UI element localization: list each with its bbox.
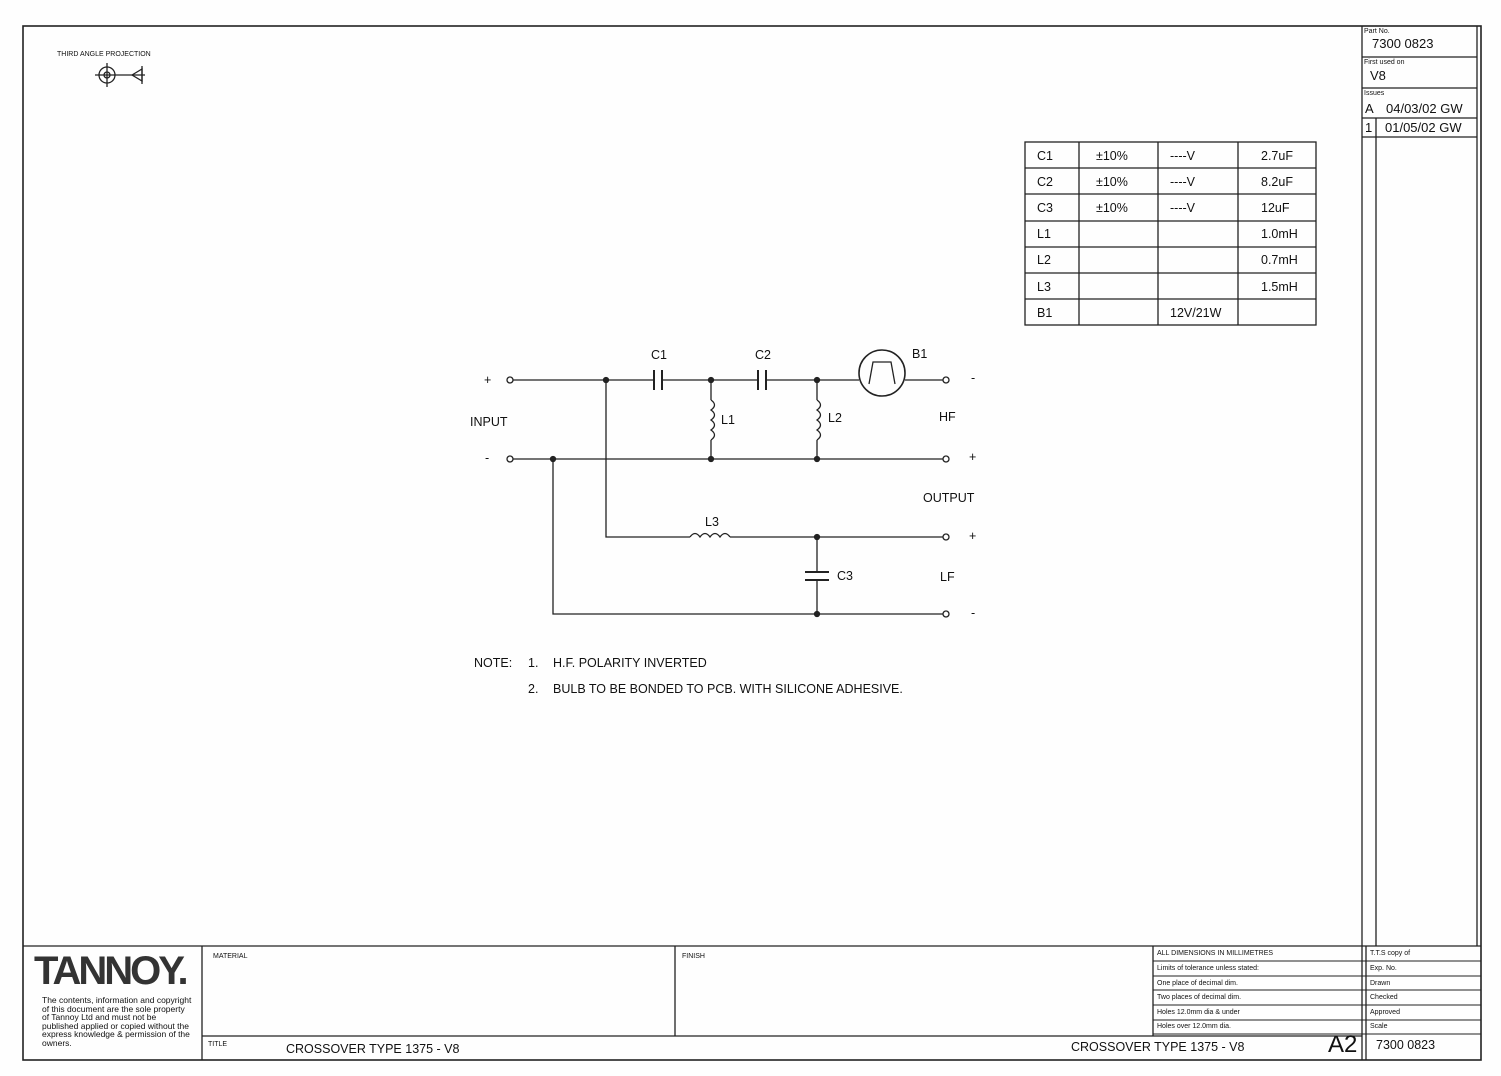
table-cell-volt: ----V xyxy=(1170,201,1195,216)
table-cell-ref: C3 xyxy=(1037,201,1053,216)
note-text: H.F. POLARITY INVERTED xyxy=(553,656,707,670)
issue-rev: A xyxy=(1365,101,1374,116)
third-angle-projection-icon xyxy=(95,63,145,87)
first-used-label: First used on xyxy=(1364,59,1405,66)
hf-minus: - xyxy=(971,371,976,385)
copyright-notice: The contents, information and copyright … xyxy=(42,995,192,1048)
issue-rev: 1 xyxy=(1365,120,1373,135)
note-label: NOTE: xyxy=(474,656,513,670)
finish-label: FINISH xyxy=(682,953,705,960)
issue-entry: 04/03/02 GW xyxy=(1386,101,1463,116)
hf-plus: + xyxy=(969,450,977,464)
table-cell-ref: C2 xyxy=(1037,175,1053,190)
label-l3: L3 xyxy=(705,515,719,529)
table-cell-ref: L3 xyxy=(1037,279,1051,294)
projection-label: THIRD ANGLE PROJECTION xyxy=(57,51,151,58)
table-cell-ref: L1 xyxy=(1037,227,1051,242)
tolerance-row: Two places of decimal dim. xyxy=(1157,994,1242,1001)
part-no-label: Part No. xyxy=(1364,28,1390,35)
table-cell-volt: 12V/21W xyxy=(1170,305,1222,320)
table-cell-tol: ±10% xyxy=(1096,175,1128,190)
lf-minus: - xyxy=(971,606,976,620)
material-label: MATERIAL xyxy=(213,953,248,960)
first-used-value: V8 xyxy=(1370,68,1386,83)
label-c3: C3 xyxy=(837,569,853,583)
table-cell-value: 1.0mH xyxy=(1261,227,1298,242)
table-cell-ref: B1 xyxy=(1037,305,1053,320)
crossover-schematic xyxy=(506,349,950,618)
label-hf: HF xyxy=(939,410,956,424)
drawing-number: 7300 0823 xyxy=(1376,1038,1436,1052)
tolerance-row: Holes over 12.0mm dia. xyxy=(1157,1023,1231,1030)
tolerance-row: ALL DIMENSIONS IN MILLIMETRES xyxy=(1157,950,1274,957)
label-l1: L1 xyxy=(721,413,735,427)
component-table-grid xyxy=(1024,141,1317,326)
input-plus: + xyxy=(484,373,492,387)
note-text: BULB TO BE BONDED TO PCB. WITH SILICONE … xyxy=(553,682,903,696)
tolerance-row: One place of decimal dim. xyxy=(1157,980,1238,987)
table-cell-volt: ----V xyxy=(1170,175,1195,190)
issues-label: Issues xyxy=(1364,90,1385,97)
table-cell-value: 0.7mH xyxy=(1261,253,1298,268)
label-lf: LF xyxy=(940,570,955,584)
label-c1: C1 xyxy=(651,348,667,362)
table-cell-ref: C1 xyxy=(1037,149,1053,163)
table-cell-tol: ±10% xyxy=(1096,149,1128,163)
tolerance-row: Holes 12.0mm dia & under xyxy=(1157,1009,1240,1016)
input-minus: - xyxy=(485,451,490,465)
part-no: 7300 0823 xyxy=(1372,36,1434,51)
note-number: 2. xyxy=(528,682,539,696)
label-l2: L2 xyxy=(828,411,842,425)
approval-row: Scale xyxy=(1370,1023,1388,1030)
drawing-title: CROSSOVER TYPE 1375 - V8 xyxy=(286,1042,460,1056)
note-number: 1. xyxy=(528,656,539,670)
label-b1: B1 xyxy=(912,347,928,361)
approval-row: Exp. No. xyxy=(1370,965,1397,972)
table-cell-value: 8.2uF xyxy=(1261,175,1293,190)
tolerance-row: Limits of tolerance unless stated: xyxy=(1157,965,1259,972)
table-cell-value: 12uF xyxy=(1261,201,1290,216)
table-cell-volt: ----V xyxy=(1170,149,1195,163)
issue-entry: 01/05/02 GW xyxy=(1385,120,1462,135)
table-cell-tol: ±10% xyxy=(1096,201,1128,216)
approval-row: Drawn xyxy=(1370,980,1391,987)
lf-plus: + xyxy=(969,529,977,543)
approval-row: Approved xyxy=(1370,1009,1400,1016)
table-cell-value: 1.5mH xyxy=(1261,279,1298,294)
approval-row: T.T.S copy of xyxy=(1370,950,1411,957)
title-label: TITLE xyxy=(208,1041,228,1048)
approval-row: Checked xyxy=(1370,994,1398,1001)
drawing-title-right: CROSSOVER TYPE 1375 - V8 xyxy=(1071,1040,1245,1054)
table-cell-ref: L2 xyxy=(1037,253,1051,268)
label-input: INPUT xyxy=(470,415,508,429)
sheet-size: A2 xyxy=(1328,1031,1358,1058)
tannoy-logo: TANNOY. xyxy=(34,949,189,993)
label-c2: C2 xyxy=(755,348,771,362)
table-cell-value: 2.7uF xyxy=(1261,149,1293,163)
bulb-b1 xyxy=(858,349,906,397)
label-output: OUTPUT xyxy=(923,491,975,505)
